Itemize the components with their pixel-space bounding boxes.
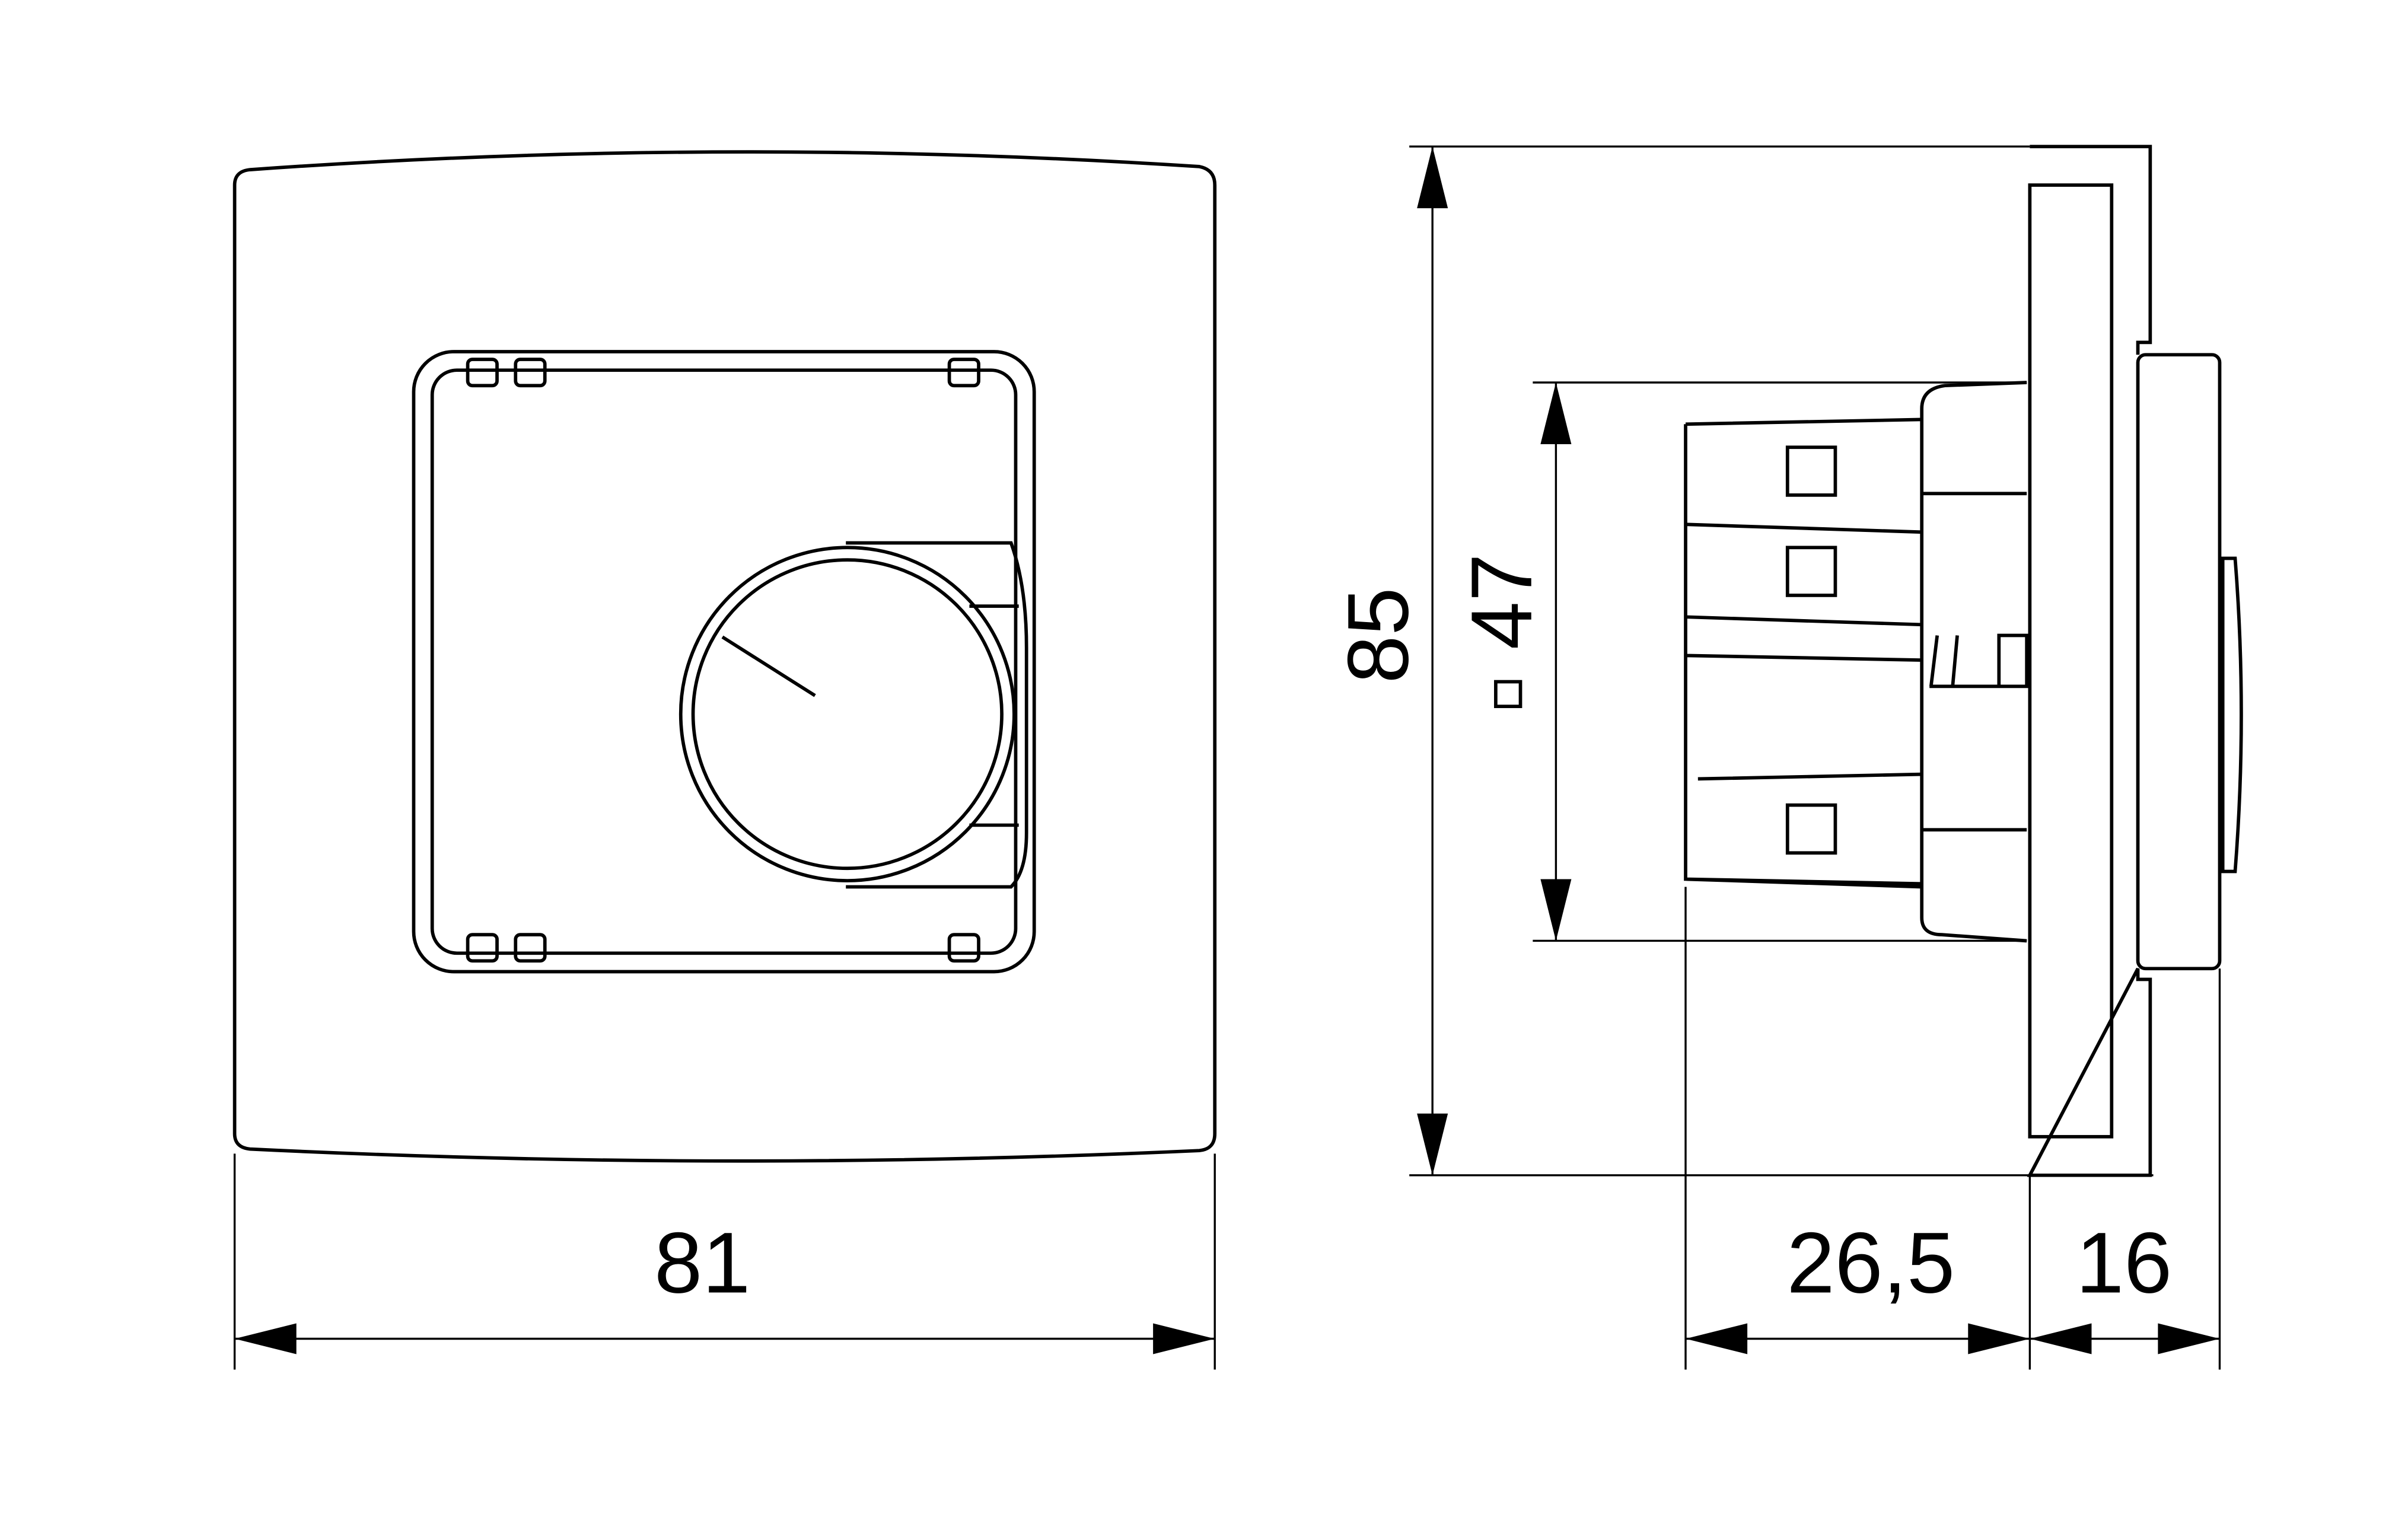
side-view [1684,145,2243,1177]
terminal-block [1684,417,1922,889]
knob-face-side [2221,556,2243,874]
clip-tabs [466,358,980,963]
module-body [1920,381,2027,943]
cover-plate [232,150,1217,1163]
dim-width-81: 81 [654,1215,750,1311]
dimensions: 81 85 47 26,5 16 [233,145,2221,1370]
dim-depth-26-5: 26,5 [1786,1215,1955,1311]
square-symbol [1494,680,1522,709]
knob-side [2136,353,2222,971]
inner-frame-inner [430,368,1018,955]
knob-outer [679,546,1016,882]
inner-frame-outer [412,350,1036,974]
plate-side [2027,145,2152,1177]
front-view [232,150,1217,1163]
knob-housing [846,541,1028,889]
knob-pointer [721,635,816,697]
dim-front-depth-16: 16 [2076,1215,2172,1311]
knob[interactable] [691,558,1004,871]
dim-height-85: 85 [1329,588,1426,684]
terminal-screws [1785,445,1837,855]
dim-module-47: 47 [1453,553,1550,649]
